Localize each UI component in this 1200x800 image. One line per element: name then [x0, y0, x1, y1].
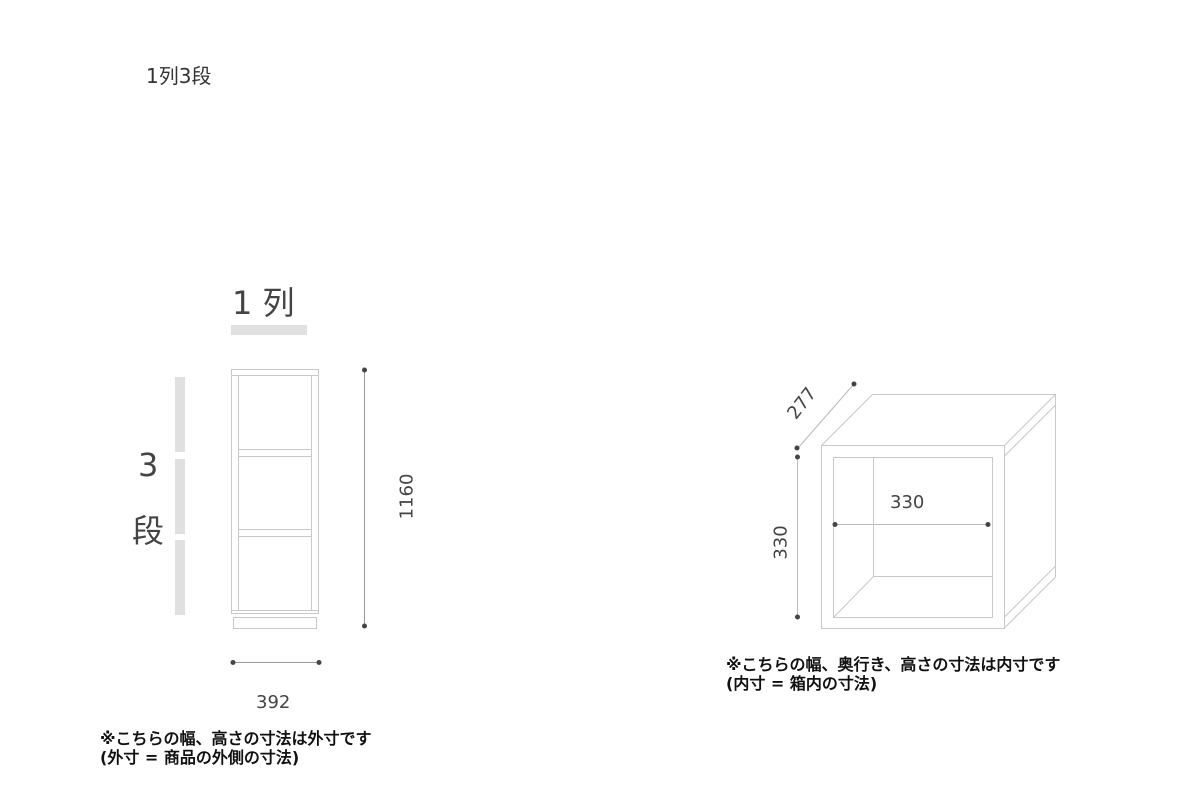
note-line: (内寸 = 箱内の寸法): [726, 674, 878, 693]
row-indicator-bar: [175, 459, 185, 534]
width-dimension-line: [230, 660, 322, 665]
row-indicator-bar: [175, 377, 185, 452]
cube-box-view: [821, 394, 1057, 629]
cube-width-value: 330: [890, 492, 925, 513]
height-dimension-line: [362, 367, 367, 629]
rows-number: 3: [138, 446, 159, 484]
outer-dimension-note: ※こちらの幅、高さの寸法は外寸です (外寸 = 商品の外側の寸法): [100, 729, 372, 767]
note-line: (外寸 = 商品の外側の寸法): [100, 748, 300, 767]
note-line: ※こちらの幅、奥行き、高さの寸法は内寸です: [726, 655, 1061, 674]
cube-width-dimension-line: [832, 522, 991, 527]
row-indicator-bar: [175, 540, 185, 615]
cube-depth-dimension-line: [794, 381, 857, 451]
cube-height-dimension-line: [795, 454, 800, 620]
page-title: 1列3段: [146, 64, 212, 88]
columns-label: 1 列: [232, 284, 295, 322]
column-indicator-bar: [231, 325, 307, 335]
height-value: 1160: [396, 473, 418, 520]
shelf-front-view: [231, 369, 319, 629]
inner-dimension-note: ※こちらの幅、奥行き、高さの寸法は内寸です (内寸 = 箱内の寸法): [726, 655, 1060, 693]
width-value: 392: [256, 692, 291, 713]
note-line: ※こちらの幅、高さの寸法は外寸です: [100, 729, 372, 748]
rows-unit: 段: [132, 512, 165, 550]
cube-height-value: 330: [770, 525, 792, 560]
